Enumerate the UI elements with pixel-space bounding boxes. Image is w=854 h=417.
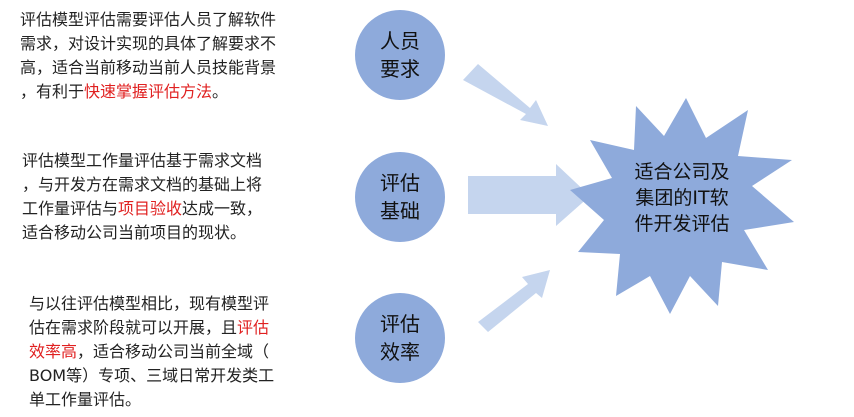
circle-label-efficiency: 评估 效率 bbox=[380, 312, 420, 364]
description-efficiency: 与以往评估模型相比，现有模型评 估在需求阶段就可以开展，且评估 效率高，适合移动… bbox=[29, 292, 329, 412]
target-star bbox=[570, 98, 794, 314]
circle-label-personnel: 人员 要求 bbox=[380, 29, 420, 81]
circle-label-basis: 评估 基础 bbox=[380, 171, 420, 223]
circle-basis bbox=[355, 152, 445, 242]
para-text: 评估模型评估需要评估人员了解软件 需求，对设计实现的具体了解要求不 高，适合当前… bbox=[20, 10, 277, 101]
para-highlight: 快速掌握评估方法 bbox=[84, 82, 213, 101]
target-label: 适合公司及 集团的IT软 件开发评估 bbox=[634, 161, 730, 235]
para-text: 达成一致， 适合移动公司当前项目的现状。 bbox=[22, 199, 263, 242]
arrow-bottom bbox=[478, 270, 550, 332]
arrow-middle bbox=[468, 164, 590, 226]
description-personnel: 评估模型评估需要评估人员了解软件 需求，对设计实现的具体了解要求不 高，适合当前… bbox=[20, 8, 340, 104]
para-highlight: 项目验收 bbox=[118, 199, 183, 218]
para-text: 。 bbox=[212, 82, 229, 101]
para-text: ，适合移动公司当前全域（ BOM等）专项、三域日常开发类工 单工作量评估。 bbox=[29, 342, 275, 409]
circle-personnel bbox=[355, 10, 445, 100]
circle-efficiency bbox=[355, 293, 445, 383]
description-basis: 评估模型工作量评估基于需求文档 ，与开发方在需求文档的基础上将 工作量评估与项目… bbox=[22, 149, 322, 245]
para-highlight: 评估 效率高 bbox=[29, 318, 270, 361]
arrow-top bbox=[463, 64, 548, 126]
para-text: 评估模型工作量评估基于需求文档 ，与开发方在需求文档的基础上将 工作量评估与 bbox=[22, 151, 263, 218]
para-text: 与以往评估模型相比，现有模型评 估在需求阶段就可以开展，且 bbox=[29, 294, 270, 337]
